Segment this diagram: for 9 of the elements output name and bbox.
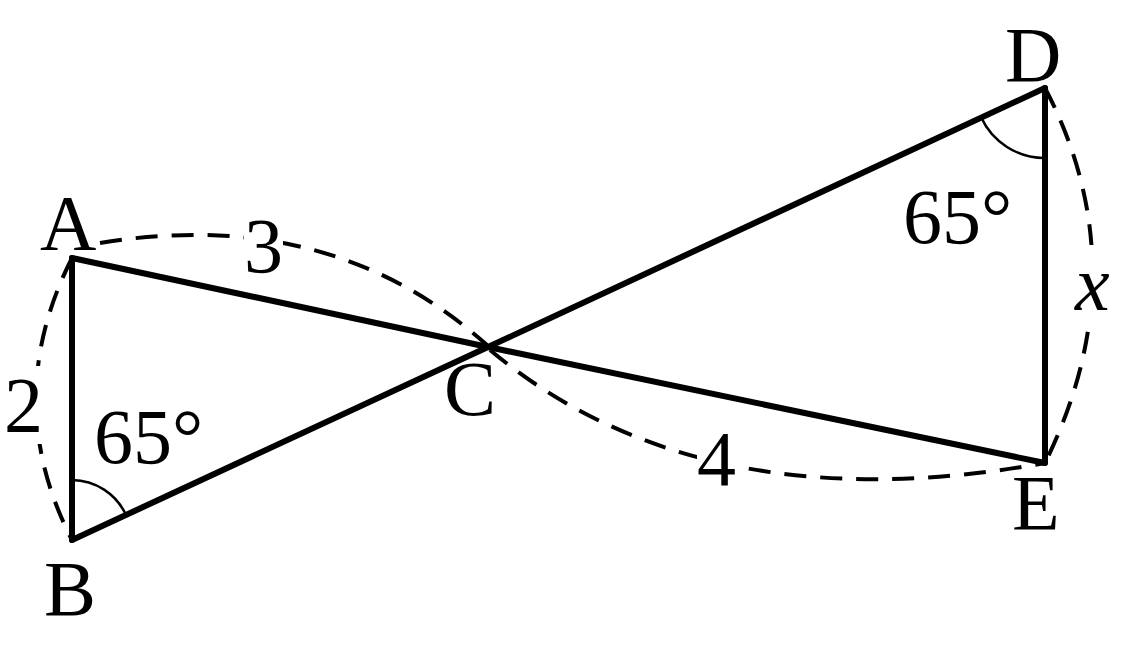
- vertex-label: E: [1012, 464, 1060, 542]
- vertex-label: C: [444, 350, 497, 428]
- vertex-label: B: [44, 550, 97, 628]
- angle-label: 65°: [94, 398, 204, 476]
- line-segment: [1042, 85, 1048, 466]
- vertex-label: A: [40, 184, 97, 262]
- vertex-label: D: [1005, 16, 1062, 94]
- length-label: 2: [4, 366, 43, 444]
- angle-label: 65°: [903, 178, 1013, 256]
